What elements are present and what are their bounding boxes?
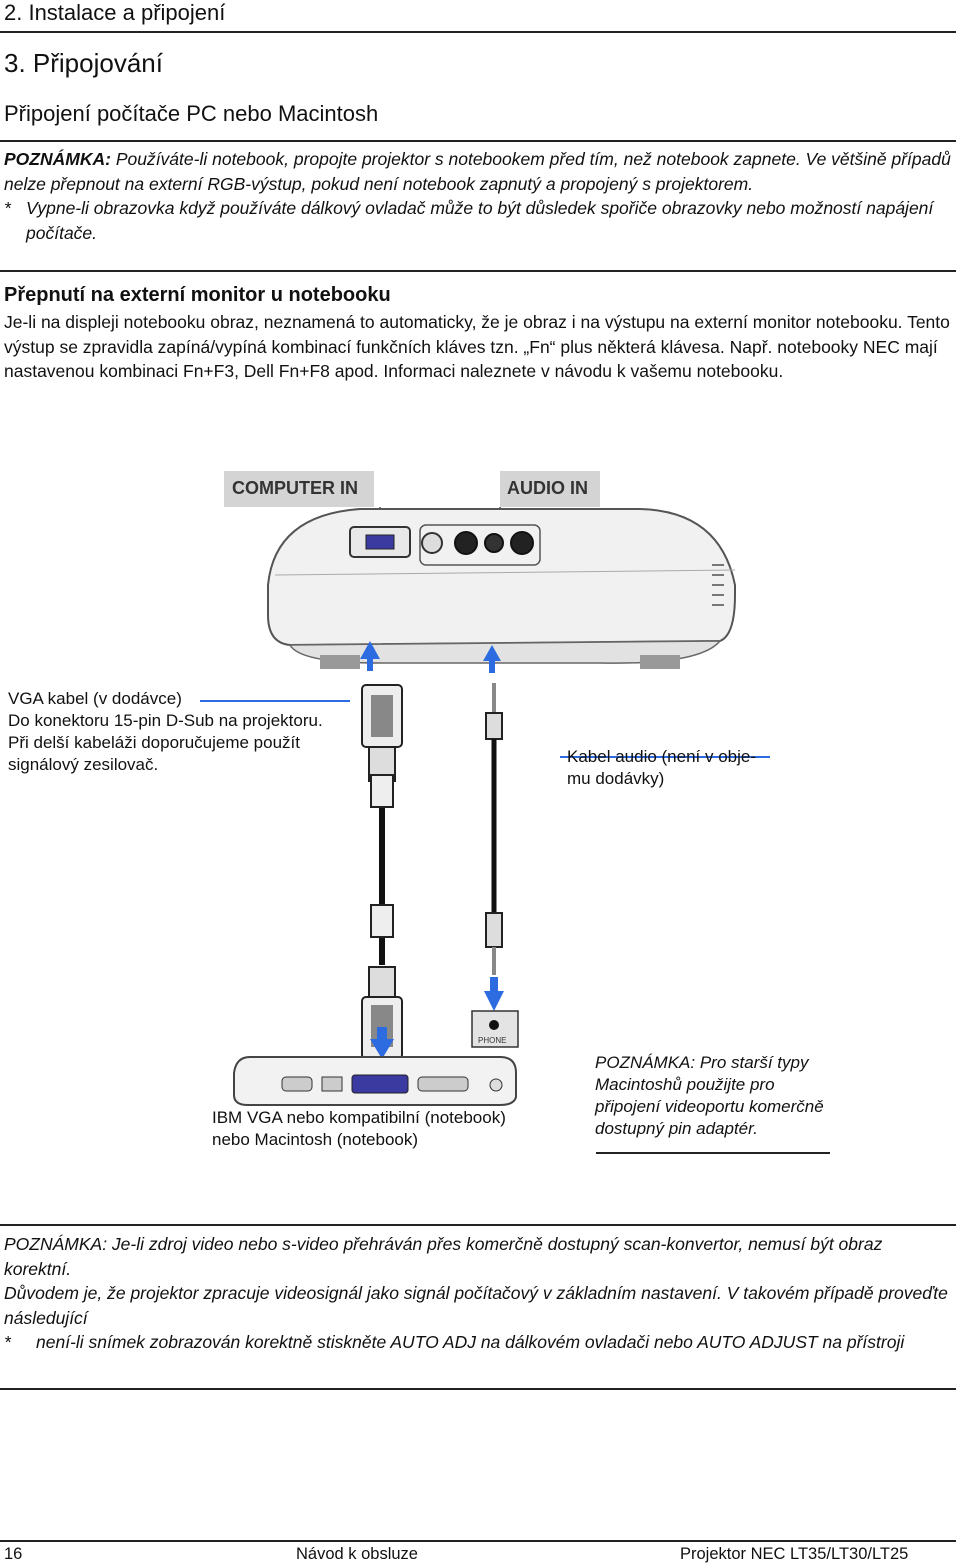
audio-cable [485, 683, 503, 975]
chapter-title: 3. Připojování [4, 48, 163, 78]
notebook-caption: IBM VGA nebo kompatibilní (notebook) neb… [212, 1107, 506, 1151]
divider [0, 31, 956, 33]
notebook-paragraph: Je-li na displeji notebooku obraz, nezna… [4, 312, 950, 381]
page-subtitle: Připojení počítače PC nebo Macintosh [4, 101, 379, 126]
note-notebook-power: POZNÁMKA: Používáte-li notebook, propojt… [4, 147, 954, 245]
divider [0, 270, 956, 272]
notebook-caption-line: IBM VGA nebo kompatibilní (notebook) [212, 1108, 506, 1127]
jack-icon [421, 532, 443, 554]
note-line: Důvodem je, že projektor zpracuje videos… [4, 1283, 948, 1328]
vga-caption-line: VGA kabel (v dodávce) [8, 689, 182, 708]
mac-note-line: POZNÁMKA: Pro starší typy [595, 1053, 809, 1072]
bullet-star: * [4, 198, 11, 218]
mac-note-line: Macintoshů použijte pro [595, 1075, 775, 1094]
vga-cable-caption: VGA kabel (v dodávce) Do konektoru 15-pi… [8, 688, 323, 776]
vga-cable [361, 684, 403, 1060]
computer-in-label: COMPUTER IN [232, 478, 358, 498]
vga-caption-line: Při delší kabeláži doporučujeme použít [8, 733, 300, 752]
audio-in-plate [500, 471, 600, 507]
computer-in-plate [224, 471, 374, 507]
mac-note-line: připojení videoportu komerčně [595, 1097, 824, 1116]
footer-rule [0, 1540, 956, 1542]
note-bullet: Vypne-li obrazovka když používáte dálkov… [26, 198, 934, 243]
arrow-up-icon [360, 641, 380, 671]
arrow-down-icon [484, 977, 504, 1011]
divider [0, 140, 956, 142]
divider [0, 1224, 956, 1226]
notebook-heading: Přepnutí na externí monitor u notebooku [4, 284, 391, 306]
notebook-illustration [233, 1056, 517, 1106]
arrow-up-icon [483, 645, 501, 673]
vga-caption-line: Do konektoru 15-pin D-Sub na projektoru. [8, 711, 323, 730]
page-number: 16 [4, 1545, 23, 1563]
bullet-star: * [4, 1332, 11, 1352]
footer-right: Projektor NEC LT35/LT30/LT25 [680, 1545, 909, 1563]
divider [0, 1388, 956, 1390]
note-text: Používáte-li notebook, propojte projekto… [4, 149, 951, 194]
section-title: 2. Instalace a připojení [4, 0, 226, 25]
connection-diagram: COMPUTER IN AUDIO IN [200, 471, 830, 1154]
audio-in-label: AUDIO IN [507, 478, 588, 498]
note-bullet: není-li snímek zobrazován korektně stisk… [36, 1332, 905, 1352]
vga-caption-line: signálový zesilovač. [8, 755, 159, 774]
projector-illustration [267, 508, 736, 669]
audio-caption-line: mu dodávky) [567, 769, 665, 788]
footer-center: Návod k obsluze [296, 1545, 418, 1563]
note-line: POZNÁMKA: Je-li zdroj video nebo s-video… [4, 1234, 883, 1279]
note-scan-converter: POZNÁMKA: Je-li zdroj video nebo s-video… [4, 1232, 954, 1355]
audio-cable-caption: Kabel audio (není v obje- mu dodávky) [567, 746, 756, 790]
notebook-caption-line: nebo Macintosh (notebook) [212, 1130, 419, 1149]
phone-label: PHONE [478, 1036, 506, 1045]
arrow-down-icon [370, 1027, 394, 1059]
notebook-vga-port-icon [351, 1074, 409, 1094]
mac-note-line: dostupný pin adaptér. [595, 1119, 758, 1138]
note-label: POZNÁMKA: [4, 149, 111, 169]
mac-note: POZNÁMKA: Pro starší typy Macintoshů pou… [595, 1052, 824, 1140]
audio-caption-line: Kabel audio (není v obje- [567, 747, 757, 766]
